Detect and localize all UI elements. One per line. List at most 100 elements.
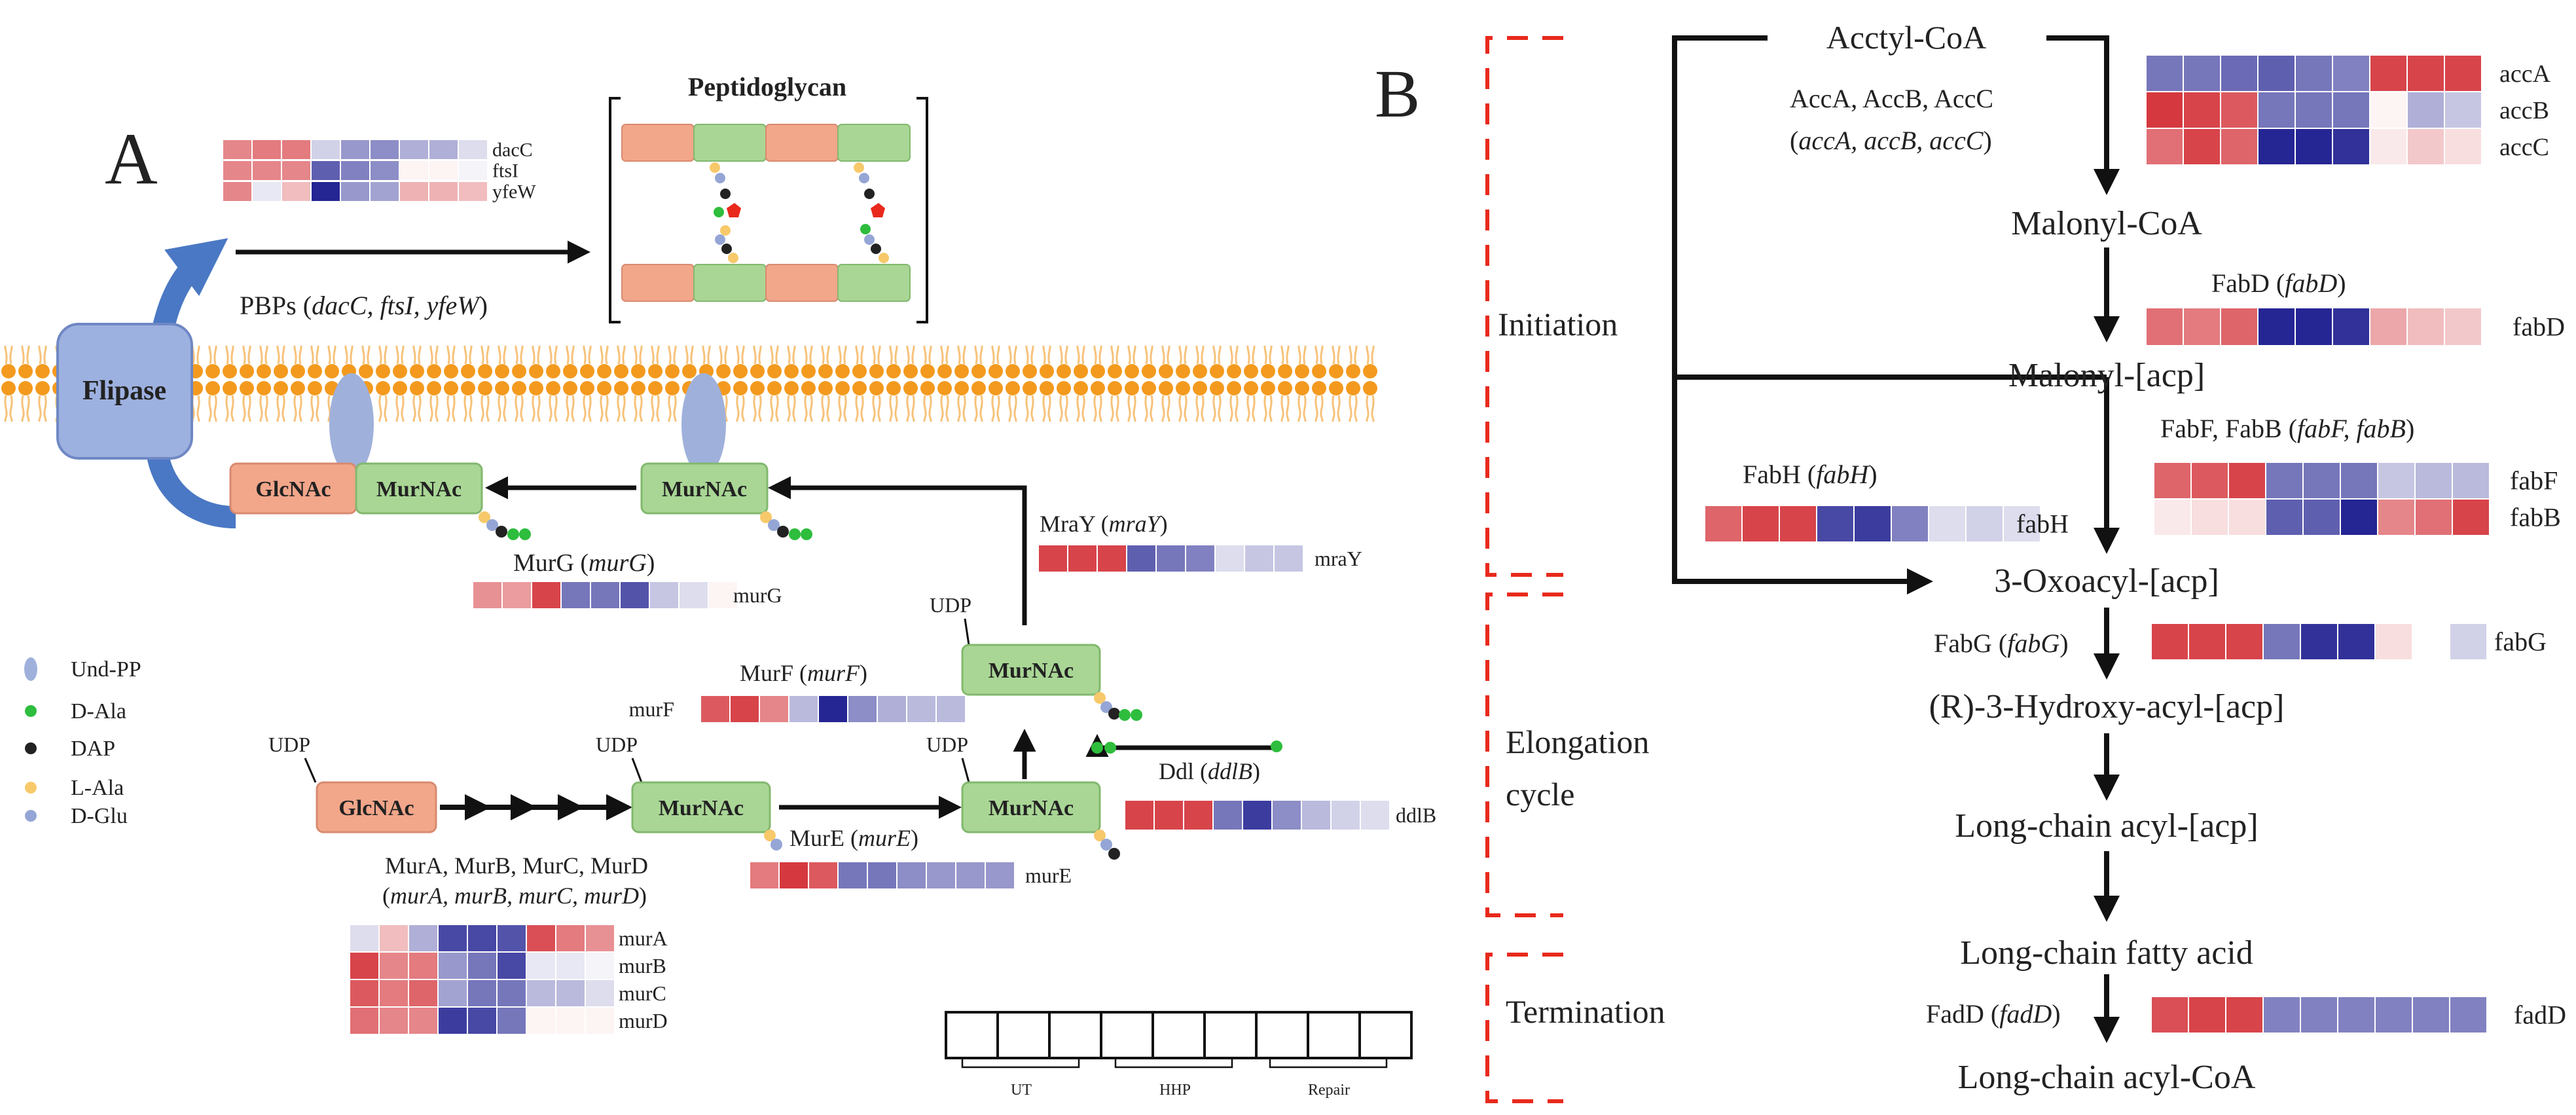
heatmap-cell-dacC-7 [399,139,429,160]
panel-b: B Initiation Elongation cycle Terminatio… [1375,19,2414,1103]
heatmap-cell-mraY-1 [1038,544,1068,573]
heatmap-label-fabD: fabD [2513,312,2565,342]
heatmap-cell-fabG-1 [2150,623,2189,661]
murnac-label-udp-3: MurNAc [989,659,1074,683]
heatmap-cell-mraY-2 [1067,544,1098,573]
udp-murnac-1: UDP MurNAc [596,733,782,850]
heatmap-label-murA: murA [619,926,668,950]
heatmap-cell-murD-1 [349,1006,380,1035]
heatmap-cell-murG-7 [649,581,680,610]
heatmap-cell-murF-6 [847,695,878,723]
murnac-label-udp-1: MurNAc [659,796,744,820]
heatmap-cell-fabH-6 [1891,505,1929,543]
phase-label-elongation: Elongation [1506,723,1649,760]
phase-bracket-elongation [1485,593,1563,917]
heatmap-cell-murC-4 [437,979,468,1008]
mure-label: MurE (murE) [789,825,918,851]
heatmap-cell-murC-1 [349,979,380,1008]
heatmap-cell-fabB-1 [2153,498,2192,536]
glcnac-label-lipid-ii: GlcNAc [255,477,331,502]
legend-symbol-und-pp [24,657,37,681]
murnac-box-lipid-i [640,462,769,515]
heatmap-cell-fadD-4 [2262,996,2301,1034]
murnac-label-udp-2: MurNAc [989,796,1074,820]
phase-label-termination: Termination [1506,993,1665,1030]
peptide-chain-lipid-ii [479,511,531,540]
heatmap-cell-dacC-3 [281,139,312,160]
heatmap-cell-accB-9 [2444,91,2482,129]
udp-label-4: UDP [930,593,971,617]
crosslink-1 [710,162,741,263]
heatmap-cell-fabB-6 [2340,498,2378,536]
heatmap-label-murF: murF [629,697,674,721]
crosslink-2 [854,162,889,263]
heatmap-row-murC: murC [349,979,666,1008]
heatmap-cell-murB-7 [526,951,556,980]
heatmap-cell-murG-6 [619,581,650,610]
heatmap-cell-accB-8 [2406,91,2445,129]
metabolite-hydroxyacyl-acp: (R)-3-Hydroxy-acyl-[acp] [1929,688,2285,725]
fabh-label: FabH (fabH) [1743,460,1878,489]
heatmap-row-murF: murF [629,695,966,723]
group-legend-cell-9 [1358,1011,1413,1059]
heatmap-cell-murF-2 [729,695,760,723]
heatmap-label-yfeW: yfeW [492,181,536,203]
group-legend-cell-1 [945,1011,999,1059]
heatmap-cell-dacC-8 [428,139,459,160]
heatmap-cell-fabG-7 [2374,623,2413,661]
heatmap-row-murB: murB [349,951,666,980]
heatmap-cell-accB-3 [2220,91,2259,129]
heatmap-cell-murG-5 [590,581,621,610]
heatmap-cell-murD-6 [496,1006,527,1035]
heatmap-cell-accC-6 [2332,128,2370,166]
peptidoglycan-bracket-left [609,97,621,323]
glycan-strand-top [621,124,911,162]
heatmap-cell-fadD-6 [2337,996,2376,1034]
heatmap-cell-murA-8 [555,924,586,953]
murnac-label-lipid-i: MurNAc [662,477,747,502]
heatmap-cell-murA-9 [585,924,615,953]
heatmap-cell-yfeW-6 [369,181,400,202]
murg-label: MurG (murG) [513,549,655,577]
heatmap-cell-fabB-8 [2414,498,2453,536]
phase-bracket-termination [1485,953,1563,1103]
heatmap-cell-fabH-5 [1853,505,1892,543]
group-legend-cell-4 [1100,1011,1154,1059]
udp-label-1: UDP [268,733,310,756]
heatmap-cell-murB-1 [349,951,380,980]
heatmap-cell-fabB-5 [2302,498,2341,536]
phase-label-initiation: Initiation [1498,306,1618,342]
heatmap-cell-accB-1 [2145,91,2184,129]
heatmap-label-murD: murD [619,1009,668,1033]
metabolite-malonyl-acp: Malonyl-[acp] [2008,357,2205,394]
flipase-in-arrow [146,449,236,528]
heatmap-cell-accA-3 [2220,54,2259,92]
legend-label-l-ala: L-Ala [71,776,124,800]
flipase-label: Flipase [82,376,166,406]
heatmap-cell-murG-9 [708,581,738,610]
peptide-chain-lipid-i [760,511,812,540]
heatmap-label-ftsI: ftsI [492,160,518,182]
und-pp-anchor-2 [681,373,726,475]
heatmap-cell-fabD-5 [2295,307,2333,346]
heatmap-cell-murB-5 [467,951,498,980]
heatmap-cell-accA-5 [2295,54,2333,92]
udp-murnac-3: UDP MurNAc [930,593,1142,721]
heatmap-cell-fabD-8 [2406,307,2445,346]
heatmap-cell-fabH-3 [1779,505,1817,543]
heatmap-row-fabB: fabB [2153,498,2561,536]
heatmap-cell-fabD-9 [2444,307,2482,346]
heatmap-cell-murG-1 [472,581,503,610]
metabolite-longchain-acyl-coa: Long-chain acyl-CoA [1958,1059,2256,1096]
heatmap-cell-mraY-5 [1155,544,1186,573]
heatmap-cell-fabD-2 [2183,307,2221,346]
acetyl-to-oxoacyl-arrow [1672,35,1933,594]
metabolite-longchain-fatty-acid: Long-chain fatty acid [1960,934,2253,972]
metabolite-longchain-acyl-acp: Long-chain acyl-[acp] [1955,807,2258,845]
murabcd-genes-label: (murA, murB, murC, murD) [382,883,647,909]
heatmap-label-murC: murC [619,981,666,1005]
group-bracket-hhp [1114,1059,1233,1069]
heatmap-cell-murF-5 [818,695,848,723]
group-legend-cell-6 [1203,1011,1258,1059]
